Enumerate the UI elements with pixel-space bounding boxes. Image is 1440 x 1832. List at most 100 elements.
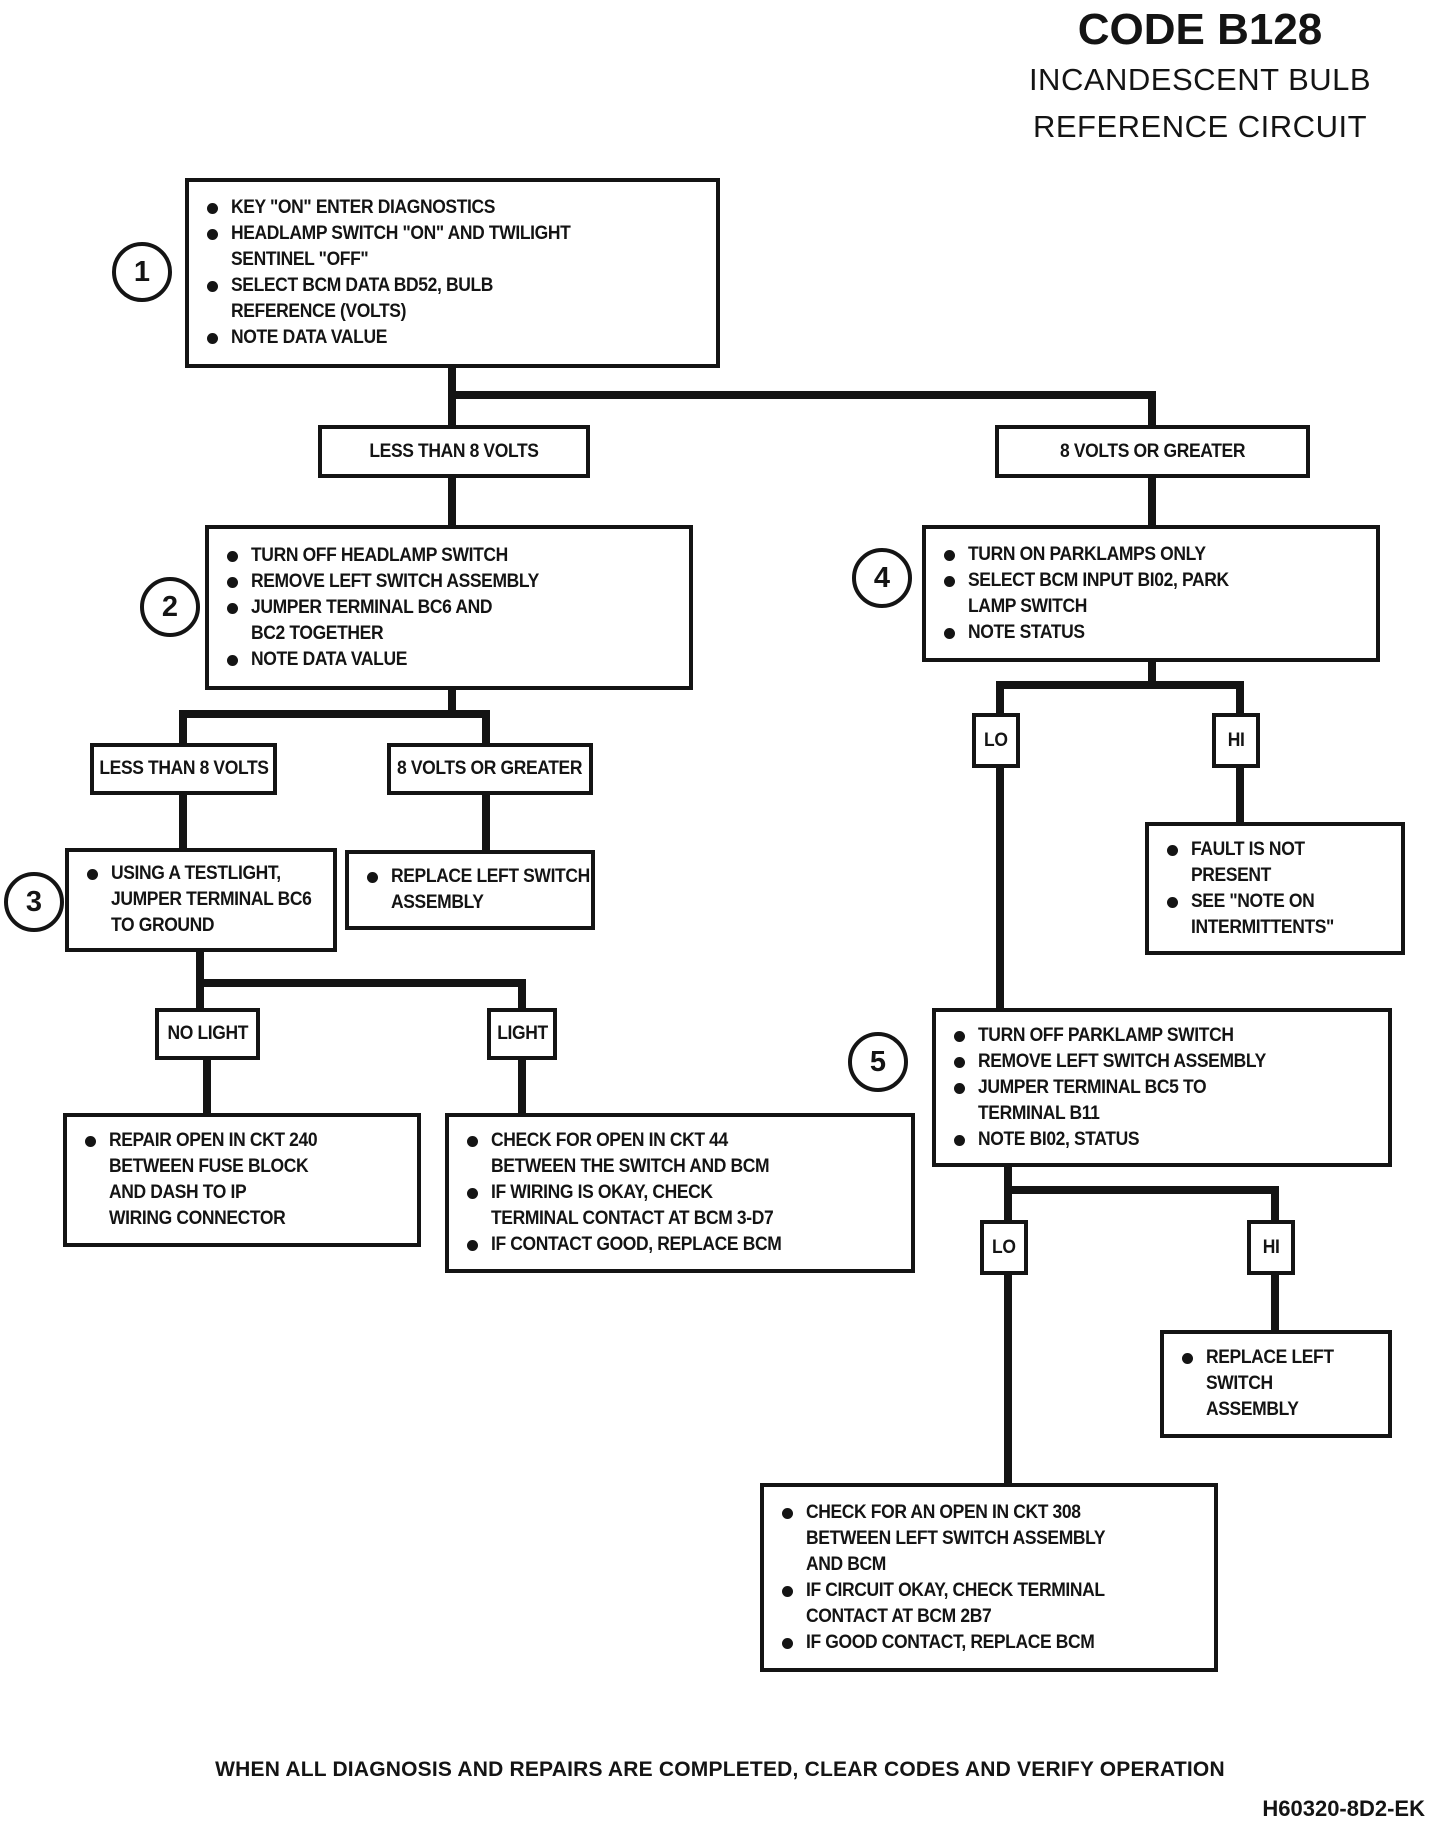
bullet-item: NOTE STATUS xyxy=(942,620,1368,646)
bullet-text: KEY "ON" ENTER DIAGNOSTICS xyxy=(231,197,496,218)
branch-label: HI xyxy=(1262,1236,1280,1258)
bullet-dot-icon xyxy=(944,575,955,587)
bullet-dot-icon xyxy=(954,1082,965,1094)
bullet-dot-icon xyxy=(207,333,218,344)
bullet-dot-icon xyxy=(1167,844,1178,856)
bullet-text: USING A TESTLIGHT, JUMPER TERMINAL BC6 T… xyxy=(111,863,312,936)
bullet-dot-icon xyxy=(782,1637,793,1649)
flow-line xyxy=(1148,662,1156,685)
branch-8-volts-or-greater-1: 8 VOLTS OR GREATER xyxy=(995,425,1310,478)
branch-lo-2: LO xyxy=(980,1220,1028,1275)
branch-label: HI xyxy=(1227,729,1245,751)
bullet-dot-icon xyxy=(782,1507,793,1519)
flow-line xyxy=(1148,478,1156,525)
bullet-dot-icon xyxy=(87,869,98,880)
bullet-text: TURN OFF PARKLAMP SWITCH xyxy=(978,1024,1234,1046)
branch-label: 8 VOLTS OR GREATER xyxy=(397,758,583,779)
bullet-dot-icon xyxy=(954,1134,965,1146)
bullet-dot-icon xyxy=(944,627,955,639)
bullet-text: CHECK FOR AN OPEN IN CKT 308 BETWEEN LEF… xyxy=(806,1501,1106,1575)
bullet-dot-icon xyxy=(227,602,238,614)
step-3-box: USING A TESTLIGHT, JUMPER TERMINAL BC6 T… xyxy=(65,848,337,952)
flow-line xyxy=(448,690,456,718)
page-subtitle-line2: REFERENCE CIRCUIT xyxy=(1032,109,1367,144)
flow-line xyxy=(1271,1186,1279,1220)
bullet-item: CHECK FOR AN OPEN IN CKT 308 BETWEEN LEF… xyxy=(780,1500,1206,1578)
step-3-number-badge: 3 xyxy=(4,872,64,932)
bullet-text: IF WIRING IS OKAY, CHECK TERMINAL CONTAC… xyxy=(491,1182,774,1229)
bullet-item: REPLACE LEFT SWITCH ASSEMBLY xyxy=(1180,1345,1380,1423)
flow-line xyxy=(1148,391,1156,425)
bullet-text: TURN ON PARKLAMPS ONLY xyxy=(968,543,1206,565)
step-1-box: KEY "ON" ENTER DIAGNOSTICS HEADLAMP SWIT… xyxy=(185,178,720,368)
bullet-dot-icon xyxy=(954,1056,965,1068)
bullet-text: NOTE DATA VALUE xyxy=(231,327,388,348)
bullet-dot-icon xyxy=(207,203,218,214)
bullet-text: REMOVE LEFT SWITCH ASSEMBLY xyxy=(251,570,539,592)
branch-8-volts-or-greater-2: 8 VOLTS OR GREATER xyxy=(387,743,593,795)
bullet-dot-icon xyxy=(1182,1353,1193,1364)
check-ckt308-box: CHECK FOR AN OPEN IN CKT 308 BETWEEN LEF… xyxy=(760,1483,1218,1672)
bullet-text: FAULT IS NOT PRESENT xyxy=(1191,838,1305,886)
flow-line xyxy=(1004,1186,1279,1194)
branch-no-light: NO LIGHT xyxy=(155,1008,260,1060)
flow-line xyxy=(196,952,204,983)
bullet-item: SELECT BCM INPUT BI02, PARK LAMP SWITCH xyxy=(942,568,1368,620)
bullet-item: NOTE DATA VALUE xyxy=(225,647,681,673)
document-code: H60320-8D2-EK xyxy=(1262,1796,1425,1821)
bullet-item: REMOVE LEFT SWITCH ASSEMBLY xyxy=(952,1049,1380,1075)
bullet-dot-icon xyxy=(227,654,238,666)
branch-lo-1: LO xyxy=(972,713,1020,768)
flow-line xyxy=(518,1060,526,1113)
repair-ckt240-box: REPAIR OPEN IN CKT 240 BETWEEN FUSE BLOC… xyxy=(63,1113,421,1247)
bullet-text: NOTE STATUS xyxy=(968,621,1085,643)
bullet-dot-icon xyxy=(467,1240,478,1251)
step-4-number-badge: 4 xyxy=(852,548,912,608)
flow-line xyxy=(196,979,526,987)
bullet-text: TURN OFF HEADLAMP SWITCH xyxy=(251,544,508,566)
bullet-item: SEE "NOTE ON INTERMITTENTS" xyxy=(1165,889,1393,941)
step-1-number-badge: 1 xyxy=(112,242,172,302)
branch-label: LO xyxy=(992,1236,1016,1258)
footer-note: WHEN ALL DIAGNOSIS AND REPAIRS ARE COMPL… xyxy=(215,1758,1225,1781)
flow-line xyxy=(203,1060,211,1113)
bullet-text: REPAIR OPEN IN CKT 240 BETWEEN FUSE BLOC… xyxy=(109,1130,318,1229)
branch-less-than-8-volts-2: LESS THAN 8 VOLTS xyxy=(90,743,277,795)
page-subtitle-line1: INCANDESCENT BULB xyxy=(1028,62,1372,97)
flow-line xyxy=(448,391,1156,399)
bullet-text: SEE "NOTE ON INTERMITTENTS" xyxy=(1191,890,1334,938)
bullet-text: IF GOOD CONTACT, REPLACE BCM xyxy=(806,1631,1095,1653)
bullet-dot-icon xyxy=(227,576,238,588)
branch-label: NO LIGHT xyxy=(167,1023,248,1044)
flow-line xyxy=(482,710,490,743)
bullet-item: IF WIRING IS OKAY, CHECK TERMINAL CONTAC… xyxy=(465,1180,903,1232)
bullet-item: HEADLAMP SWITCH "ON" AND TWILIGHT SENTIN… xyxy=(205,221,708,273)
step-5-box: TURN OFF PARKLAMP SWITCH REMOVE LEFT SWI… xyxy=(932,1008,1392,1167)
flow-line xyxy=(448,478,456,525)
bullet-dot-icon xyxy=(1167,896,1178,908)
flow-line xyxy=(1004,1167,1012,1190)
flow-line xyxy=(179,795,187,848)
branch-label: LIGHT xyxy=(496,1023,548,1044)
flow-line xyxy=(179,710,490,718)
branch-less-than-8-volts-1: LESS THAN 8 VOLTS xyxy=(318,425,590,478)
check-ckt44-box: CHECK FOR OPEN IN CKT 44 BETWEEN THE SWI… xyxy=(445,1113,915,1273)
step-4-box: TURN ON PARKLAMPS ONLY SELECT BCM INPUT … xyxy=(922,525,1380,662)
step-2-box: TURN OFF HEADLAMP SWITCH REMOVE LEFT SWI… xyxy=(205,525,693,690)
flow-line xyxy=(179,710,187,743)
step-5-number-badge: 5 xyxy=(848,1032,908,1092)
bullet-item: TURN OFF HEADLAMP SWITCH xyxy=(225,543,681,569)
step-2-number-badge: 2 xyxy=(140,577,200,637)
bullet-item: JUMPER TERMINAL BC6 AND BC2 TOGETHER xyxy=(225,595,681,647)
bullet-text: IF CONTACT GOOD, REPLACE BCM xyxy=(491,1234,782,1255)
bullet-item: IF CONTACT GOOD, REPLACE BCM xyxy=(465,1232,903,1258)
bullet-item: NOTE DATA VALUE xyxy=(205,325,708,351)
bullet-item: IF CIRCUIT OKAY, CHECK TERMINAL CONTACT … xyxy=(780,1578,1206,1630)
flow-line xyxy=(1004,1275,1012,1483)
bullet-text: SELECT BCM INPUT BI02, PARK LAMP SWITCH xyxy=(968,569,1229,617)
bullet-item: NOTE BI02, STATUS xyxy=(952,1127,1380,1153)
flow-line xyxy=(1236,681,1244,713)
bullet-item: USING A TESTLIGHT, JUMPER TERMINAL BC6 T… xyxy=(85,861,325,939)
bullet-item: JUMPER TERMINAL BC5 TO TERMINAL B11 xyxy=(952,1075,1380,1127)
